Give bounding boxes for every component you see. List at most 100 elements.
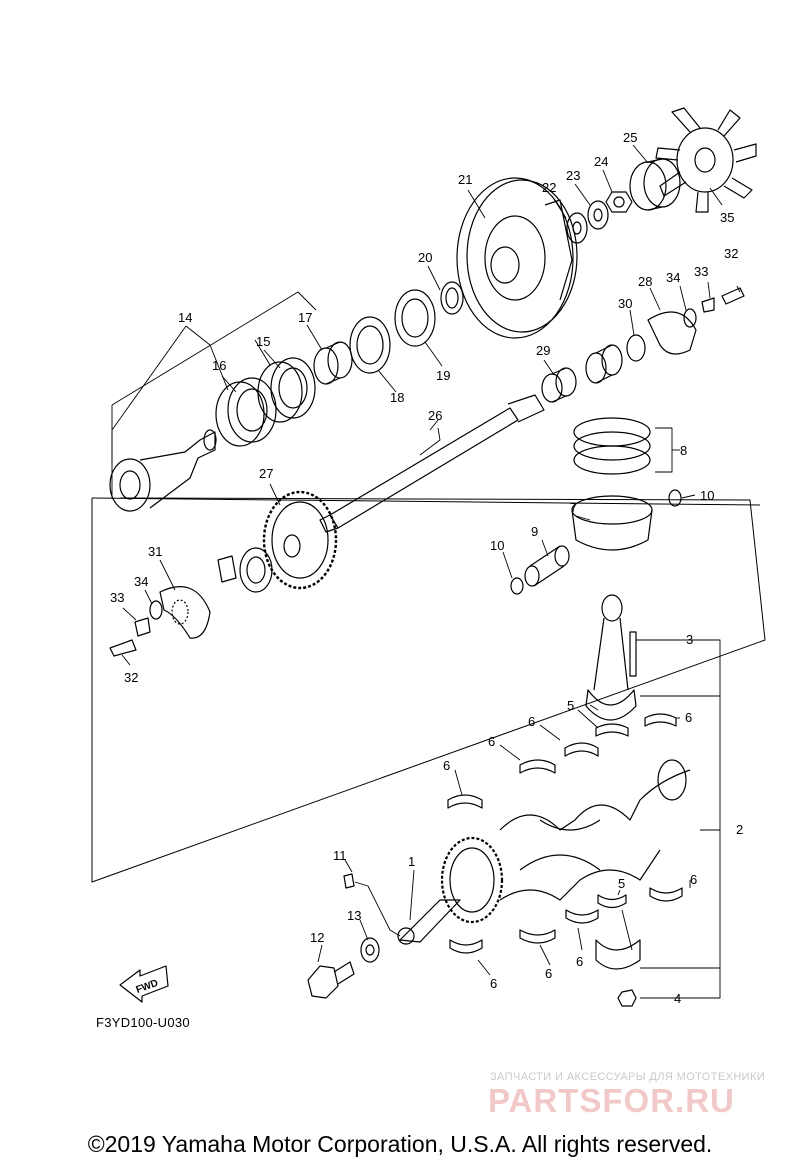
seal-18-in: [356, 325, 384, 365]
callout-6-b: 6: [488, 734, 495, 749]
con-rod-2: [585, 594, 637, 721]
washer-22: [566, 212, 588, 244]
leader-lines: [111, 144, 741, 999]
cap-5: [595, 939, 641, 970]
callout-32-bottom: 32: [124, 670, 138, 685]
callout-31: 31: [148, 544, 162, 559]
watermark-brand: PARTSFOR.RU: [488, 1082, 735, 1119]
callout-6-g: 6: [545, 966, 552, 981]
shaft-housing-14: [109, 429, 217, 512]
bearing-27b: [239, 547, 273, 593]
washer-23: [587, 200, 609, 230]
nut-24-hole: [613, 196, 625, 208]
callout-6-c: 6: [528, 714, 535, 729]
washer-20-in: [445, 287, 459, 309]
callout-7: 7: [570, 500, 577, 515]
clip-10-left: [510, 577, 524, 595]
bearing-6-f: [449, 939, 483, 954]
copyright-notice: ©2019 Yamaha Motor Corporation, U.S.A. A…: [87, 1131, 713, 1157]
callout-18: 18: [390, 390, 404, 405]
callout-6-h: 6: [576, 954, 583, 969]
bolt-32-top: [721, 287, 745, 305]
callout-20: 20: [418, 250, 432, 265]
cam-31: [159, 586, 211, 639]
callout-11: 11: [333, 848, 347, 863]
flywheel-21: [456, 177, 578, 339]
bearing-6-i: [649, 887, 683, 902]
clip-27: [217, 555, 237, 583]
callout-29: 29: [536, 343, 550, 358]
bearing-6-g: [519, 929, 556, 944]
callout-33-bottom: 33: [110, 590, 124, 605]
seal-19: [394, 289, 436, 347]
nut-24: [605, 191, 633, 213]
callout-6-e: 6: [690, 872, 697, 887]
group-line-left: [91, 497, 766, 883]
clip-10-right: [668, 489, 682, 507]
bearing-6-a: [447, 794, 483, 809]
callout-2: 2: [736, 822, 743, 837]
callout-labels: 1 2 3 4 5 5 6 6 6 6 6 6 6 6 7 8 9 10 10 …: [110, 130, 743, 1006]
gear-31: [171, 599, 189, 625]
callout-13: 13: [347, 908, 361, 923]
crankshaft-1: [397, 759, 691, 945]
cam-28: [647, 311, 697, 355]
needle-bearing-29: [541, 367, 577, 403]
washer-20: [440, 281, 464, 315]
bearing-5-lower: [597, 894, 627, 909]
seal-19-in: [401, 298, 429, 338]
callout-35: 35: [720, 210, 734, 225]
bearing-6-h: [565, 909, 599, 924]
callout-6-f: 6: [490, 976, 497, 991]
bolt-3: [629, 631, 637, 677]
sleeve-17: [313, 341, 353, 385]
callout-25: 25: [623, 130, 637, 145]
callout-4: 4: [674, 991, 681, 1006]
callout-19: 19: [436, 368, 450, 383]
callout-10-right: 10: [700, 488, 714, 503]
callout-5-bottom: 5: [618, 876, 625, 891]
washer-30: [626, 334, 646, 362]
callout-3: 3: [686, 632, 693, 647]
nut-4: [617, 989, 637, 1007]
spacer-30: [585, 344, 623, 384]
bearing-6-d: [595, 723, 629, 737]
bearing-6-c: [564, 742, 599, 757]
callout-8: 8: [680, 443, 687, 458]
callout-23: 23: [566, 168, 580, 183]
shaft-26: [319, 394, 545, 533]
washer-13: [360, 937, 380, 963]
callout-33-top: 33: [694, 264, 708, 279]
bearing-6-b: [519, 759, 556, 774]
washer-13-hole: [365, 944, 375, 956]
callout-6-d: 6: [685, 710, 692, 725]
bolt-12: [307, 961, 355, 999]
callout-12: 12: [310, 930, 324, 945]
callout-28: 28: [638, 274, 652, 289]
callout-14: 14: [178, 310, 192, 325]
gear-27: [262, 490, 338, 590]
seal-18: [349, 316, 391, 374]
callout-1: 1: [408, 854, 415, 869]
callout-34-bottom: 34: [134, 574, 148, 589]
callout-9: 9: [531, 524, 538, 539]
callout-5-top: 5: [567, 698, 574, 713]
callout-30: 30: [618, 296, 632, 311]
bearing-16: [215, 377, 277, 447]
callout-24: 24: [594, 154, 608, 169]
callout-21: 21: [458, 172, 472, 187]
lock-33-top: [701, 297, 715, 313]
callout-27: 27: [259, 466, 273, 481]
collar-25: [629, 158, 681, 211]
impeller-35: [655, 107, 757, 213]
lock-33-bottom: [134, 617, 151, 637]
callout-32-top: 32: [724, 246, 738, 261]
piston-7: [571, 495, 653, 551]
piston-rings-8: [573, 417, 651, 475]
washer-34-bottom: [149, 600, 163, 620]
washer-23-hole: [593, 208, 603, 222]
piston-pin-9: [524, 545, 570, 587]
callout-15: 15: [256, 334, 270, 349]
fwd-label: FWD: [135, 978, 160, 996]
